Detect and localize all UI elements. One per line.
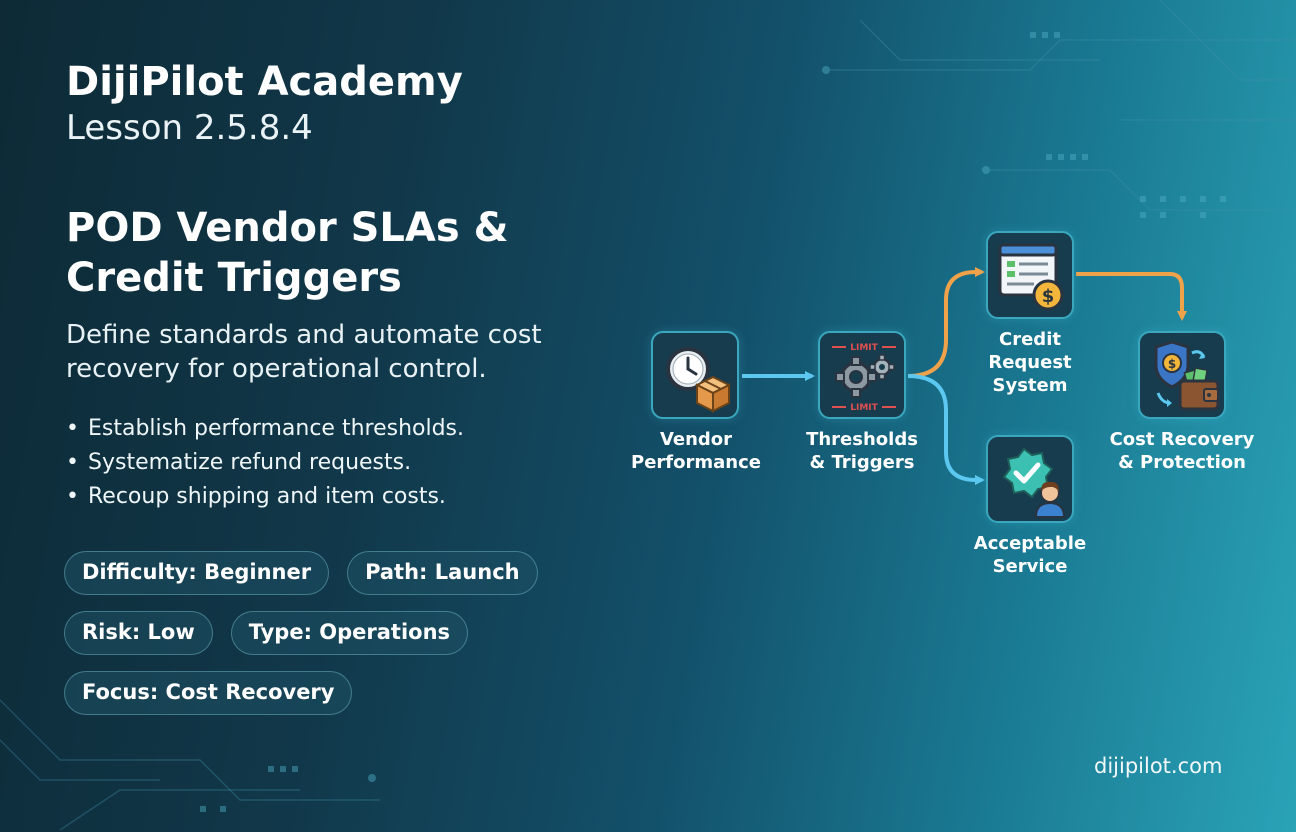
label-line: Thresholds [806, 429, 918, 450]
bullet-text: Recoup shipping and item costs. [88, 484, 446, 509]
label-line: Cost Recovery [1109, 429, 1255, 450]
credit-request-node: $ [986, 231, 1074, 319]
bullet-text: Systematize refund requests. [88, 450, 412, 475]
label-line: Service [992, 556, 1068, 577]
arrow-thresholds-to-credit [907, 267, 985, 378]
lesson-number: Lesson 2.5.8.4 [66, 108, 313, 148]
bullet-item: •Systematize refund requests. [66, 450, 412, 475]
gears-limit-icon: LIMIT LIMIT [832, 343, 896, 413]
brand-header: DijiPilot Academy Lesson 2.5.8.4 [66, 60, 463, 150]
label-line: & Triggers [809, 452, 915, 473]
acceptable-service-node [986, 435, 1074, 523]
bullet-list: •Establish performance thresholds. •Syst… [66, 412, 464, 514]
checkmark-person-icon [1002, 447, 1066, 518]
label-line: Credit [999, 329, 1061, 350]
label-line: Vendor [659, 429, 733, 450]
invoice-dollar-icon: $ [998, 243, 1064, 311]
tag-group: Difficulty: Beginner Path: Launch Risk: … [64, 551, 584, 731]
risk-tag: Risk: Low [64, 611, 213, 655]
cost-recovery-node: $ [1138, 331, 1226, 419]
brand-title: DijiPilot Academy [66, 59, 463, 105]
tag-row: Risk: Low Type: Operations [64, 611, 584, 655]
limit-bottom-text: LIMIT [850, 403, 878, 413]
bullet-item: •Establish performance thresholds. [66, 416, 465, 441]
svg-text:$: $ [1168, 357, 1176, 371]
shield-wallet-icon: $ [1154, 340, 1220, 411]
footer-url[interactable]: dijipilot.com [1094, 754, 1223, 778]
credit-request-label: Credit Request System [940, 328, 1120, 397]
acceptable-service-label: Acceptable Service [940, 532, 1120, 578]
path-tag: Path: Launch [347, 551, 538, 595]
tag-row: Difficulty: Beginner Path: Launch [64, 551, 584, 595]
label-line: Acceptable [973, 533, 1087, 554]
label-line: Performance [631, 452, 761, 473]
focus-tag: Focus: Cost Recovery [64, 671, 353, 715]
type-tag: Type: Operations [230, 611, 469, 655]
arrow-credit-to-recovery [1076, 272, 1187, 321]
bullet-text: Establish performance thresholds. [88, 416, 465, 441]
vendor-performance-label: Vendor Performance [606, 428, 786, 474]
tag-row: Focus: Cost Recovery [64, 671, 584, 715]
label-line: System [992, 375, 1068, 396]
label-line: Request [988, 352, 1072, 373]
difficulty-tag: Difficulty: Beginner [64, 551, 330, 595]
lesson-title: POD Vendor SLAs & Credit Triggers [66, 205, 509, 301]
clock-package-icon [666, 347, 732, 413]
svg-text:$: $ [1042, 286, 1055, 307]
arrow-thresholds-to-service [907, 374, 985, 485]
thresholds-label: Thresholds & Triggers [772, 428, 952, 474]
limit-top-text: LIMIT [850, 343, 878, 353]
label-line: & Protection [1118, 452, 1246, 473]
thresholds-node: LIMIT LIMIT [818, 331, 906, 419]
bullet-item: •Recoup shipping and item costs. [66, 484, 446, 509]
cost-recovery-label: Cost Recovery & Protection [1092, 428, 1272, 474]
lesson-subtitle: Define standards and automate cost recov… [66, 320, 542, 384]
vendor-performance-node [651, 331, 739, 419]
